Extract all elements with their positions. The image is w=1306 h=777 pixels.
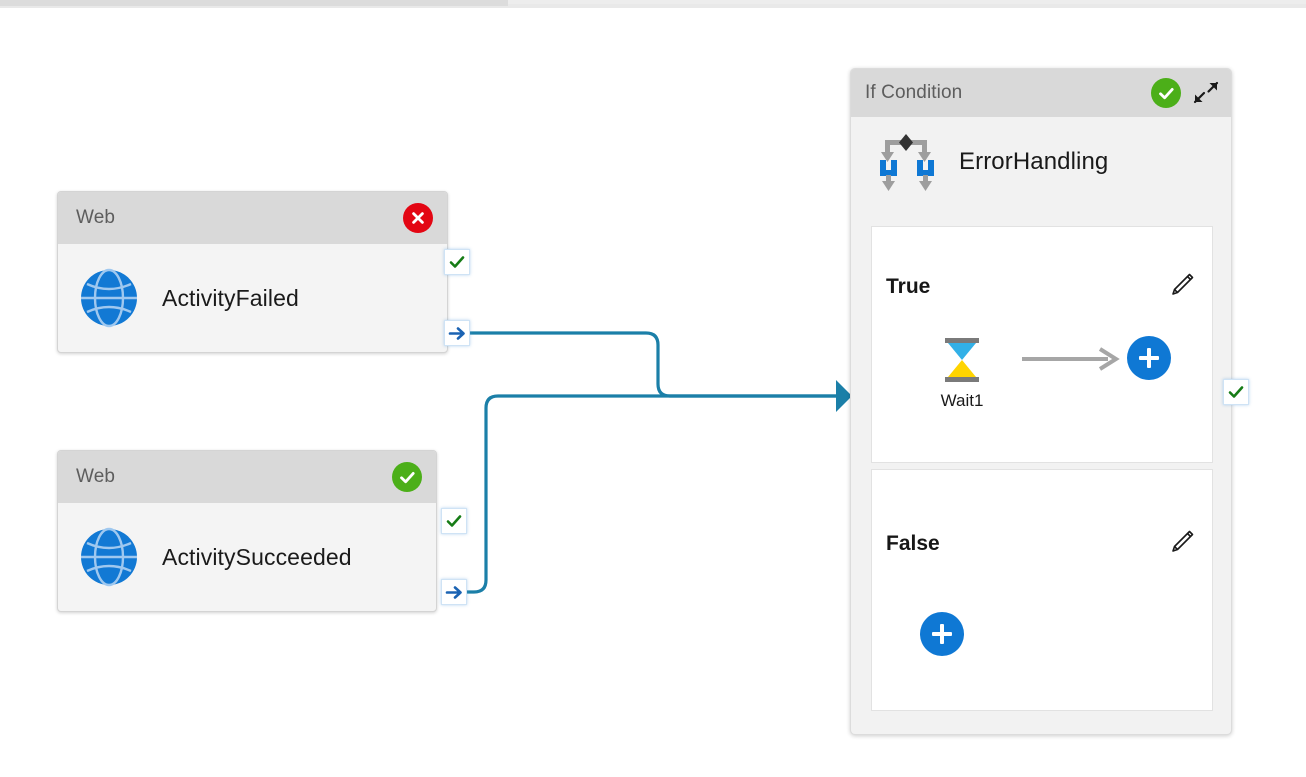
checkmark-icon [1228, 386, 1244, 398]
checkmark-icon [446, 515, 462, 527]
activity-card-body: ActivitySucceeded [58, 503, 436, 611]
if-condition-type-label: If Condition [865, 82, 963, 103]
arrow-right-icon [448, 326, 465, 340]
activity-completion-port-activitysucceeded[interactable] [441, 579, 467, 605]
checkmark-icon [449, 256, 465, 268]
activity-card-activityfailed[interactable]: Web ActivityFailed [57, 191, 448, 353]
globe-icon [81, 527, 137, 587]
connector-activitysucceeded-to-ifcondition [467, 394, 838, 594]
activity-card-header: Web [58, 451, 436, 503]
if-condition-panel[interactable]: If Condition [850, 68, 1232, 735]
activity-type-label: Web [76, 207, 116, 228]
top-chrome-bar [0, 0, 1306, 8]
success-circle-icon [392, 462, 422, 492]
add-activity-button-true[interactable] [1127, 336, 1171, 380]
add-activity-button-false[interactable] [920, 612, 964, 656]
activity-card-activitysucceeded[interactable]: Web ActivitySucceeded [57, 450, 437, 612]
connector-activityfailed-to-ifcondition [470, 331, 838, 398]
activity-completion-port-activityfailed[interactable] [444, 320, 470, 346]
child-activity-wait1[interactable]: Wait1 [922, 336, 1002, 411]
pencil-icon[interactable] [1168, 528, 1196, 561]
branch-true-label: True [886, 275, 931, 298]
branch-false[interactable]: False [871, 469, 1213, 711]
if-condition-success-port[interactable] [1223, 379, 1249, 405]
pencil-icon[interactable] [1168, 271, 1196, 304]
if-condition-name-label: ErrorHandling [959, 148, 1109, 175]
top-chrome-bar-right [508, 0, 1306, 4]
activity-name-label: ActivitySucceeded [162, 543, 352, 570]
hourglass-icon [945, 338, 979, 382]
top-chrome-bar-left [0, 0, 508, 6]
error-circle-icon [403, 203, 433, 233]
branch-connector-arrow-right-icon [1022, 347, 1120, 371]
globe-icon [81, 268, 137, 328]
child-activity-label: Wait1 [940, 391, 984, 410]
activity-card-header: Web [58, 192, 447, 244]
success-circle-icon [1151, 78, 1181, 108]
branch-true[interactable]: True Wait1 [871, 226, 1213, 463]
activity-type-label: Web [76, 466, 116, 487]
activity-card-body: ActivityFailed [58, 244, 447, 352]
if-condition-activity-row: ErrorHandling [851, 117, 1231, 203]
branch-false-label: False [886, 532, 940, 555]
activity-success-port-activityfailed[interactable] [444, 249, 470, 275]
activity-name-label: ActivityFailed [162, 284, 299, 311]
collapse-arrows-icon[interactable] [1191, 78, 1221, 108]
if-condition-panel-header: If Condition [851, 69, 1231, 117]
activity-success-port-activitysucceeded[interactable] [441, 508, 467, 534]
if-condition-branch-icon [880, 134, 934, 191]
arrow-right-icon [445, 585, 462, 599]
